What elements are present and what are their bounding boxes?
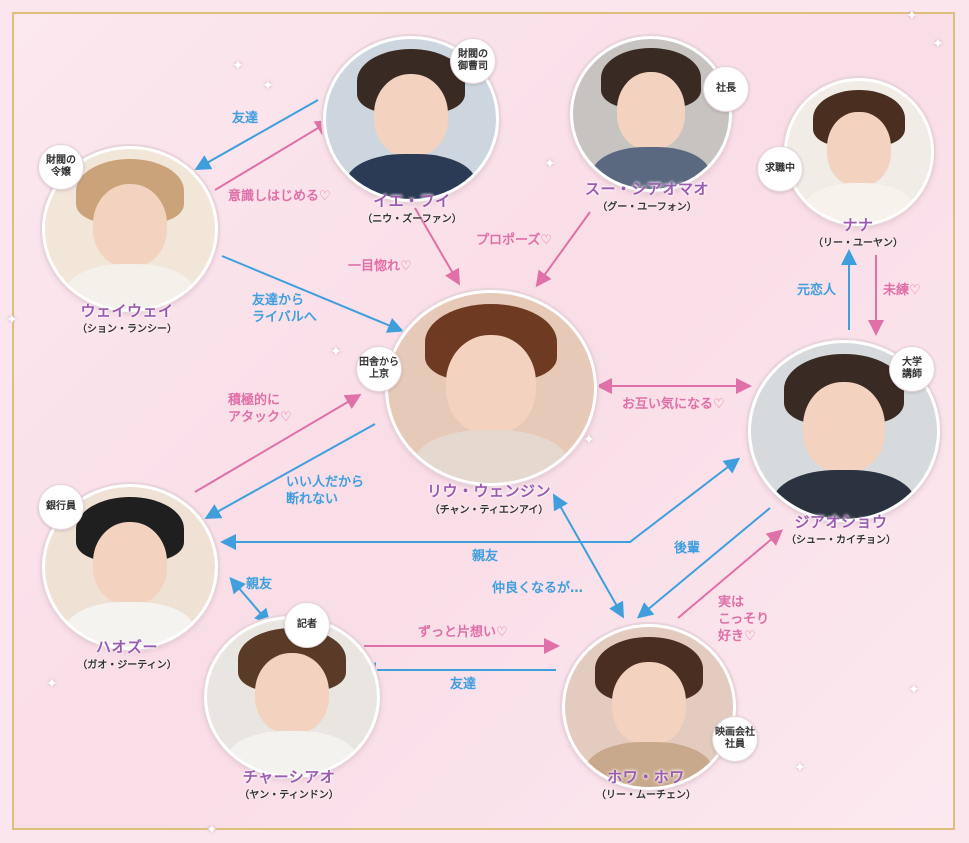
actor-hao: （ガオ・ジーティン）: [77, 660, 177, 671]
rel-hitomebore: 一目惚れ♡: [348, 259, 412, 274]
rel-sekkyoku: 積極的に アタック♡: [228, 393, 292, 425]
arrow-weiwei-yefei: [214, 119, 332, 191]
actor-huawa: （リー・ムーチェン）: [596, 790, 696, 801]
portrait-nana: [784, 78, 934, 226]
name-nana: ナナ: [842, 216, 874, 234]
rel-rival: 友達から ライバルへ: [252, 293, 317, 325]
badge-weiwei: 財閥の 令嬢: [38, 144, 84, 190]
portrait-huawa: [562, 624, 736, 790]
portrait-liu: [385, 290, 597, 486]
portrait-hao: [42, 484, 218, 650]
sparkle-decoration: ✦: [908, 682, 920, 698]
name-jiao: ジアオショウ: [794, 513, 888, 531]
rel-kataomoi: ずっと片想い♡: [418, 625, 508, 640]
badge-nana: 求職中: [757, 146, 803, 192]
sparkle-decoration: ✦: [932, 36, 944, 52]
actor-weiwei: （ション・ランシー）: [77, 324, 177, 335]
portrait-cha: [204, 616, 380, 778]
actor-jiao: （シュー・カイチョン）: [786, 535, 896, 546]
name-cha: チャーシアオ: [242, 768, 336, 786]
arrow-liu-huawa: [553, 493, 624, 619]
sparkle-decoration: ✦: [206, 822, 218, 838]
sparkle-decoration: ✦: [906, 8, 918, 24]
name-liu: リウ・ウェンジン: [426, 482, 552, 500]
portrait-su: [570, 36, 732, 192]
rel-tomodachi-2: 友達: [450, 677, 477, 692]
rel-miren: 未練♡: [883, 283, 921, 298]
rel-shinyu-2: 親友: [246, 577, 273, 592]
badge-hao: 銀行員: [38, 484, 84, 530]
sparkle-decoration: ✦: [6, 312, 18, 328]
actor-nana: （リー・ユーヤン）: [813, 238, 903, 249]
name-weiwei: ウェイウェイ: [80, 302, 174, 320]
sparkle-decoration: ✦: [583, 432, 595, 448]
sparkle-decoration: ✦: [330, 344, 342, 360]
rel-nakayoku: 仲良くなるが…: [492, 581, 584, 596]
badge-huawa: 映画会社 社員: [712, 716, 758, 762]
badge-jiao: 大学 講師: [889, 346, 935, 392]
actor-yefei: （ニウ・ズーファン）: [362, 214, 462, 225]
actor-su: （グー・ユーフォン）: [597, 202, 697, 213]
arrow-hao-cha: [229, 576, 271, 626]
name-hao: ハオズー: [95, 638, 159, 656]
portrait-yefei: [323, 36, 499, 202]
rel-motokoibito: 元恋人: [797, 283, 837, 298]
arrow-yefei-weiwei: [194, 99, 319, 170]
arrow-su-liu: [535, 211, 591, 288]
rel-ishiki: 意識しはじめる♡: [228, 189, 331, 204]
name-su: スー・シアオマオ: [584, 180, 710, 198]
name-yefei: イエ・フイ: [373, 192, 451, 210]
rel-shinyu-1: 親友: [472, 549, 499, 564]
arrow-weiwei-liu: [221, 255, 404, 333]
actor-liu: （チャン・ティエンアイ）: [429, 505, 549, 516]
rel-jitsuwa: 実は こっそり 好き♡: [718, 595, 770, 644]
sparkle-decoration: ✦: [262, 78, 274, 94]
arrow-jiao-hao: [220, 457, 741, 550]
badge-su: 社長: [703, 66, 749, 112]
portrait-jiao: [748, 340, 940, 522]
sparkle-decoration: ✦: [794, 760, 806, 776]
arrow-huawa-jiao: [677, 529, 784, 619]
name-huawa: ホワ・ホワ: [607, 768, 685, 786]
sparkle-decoration: ✦: [544, 156, 556, 172]
rel-iihito: いい人だから 断れない: [286, 475, 365, 507]
rel-tomodachi-1: 友達: [232, 111, 259, 126]
sparkle-decoration: ✦: [46, 676, 58, 692]
rel-kohai: 後輩: [674, 541, 701, 556]
actor-cha: （ヤン・ティンドン）: [239, 790, 339, 801]
badge-cha: 記者: [284, 602, 330, 648]
arrow-jiao-huawa: [636, 507, 771, 619]
rel-otagai: お互い気になる♡: [622, 397, 725, 412]
badge-liu: 田舎から 上京: [356, 346, 402, 392]
sparkle-decoration: ✦: [232, 58, 244, 74]
rel-propose: プロポーズ♡: [476, 233, 553, 248]
badge-yefei: 財閥の 御曹司: [450, 38, 496, 84]
arrow-yefei-liu: [414, 207, 461, 286]
